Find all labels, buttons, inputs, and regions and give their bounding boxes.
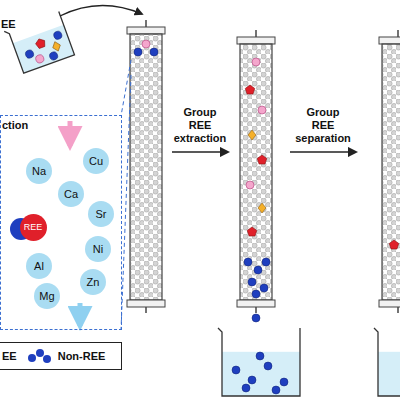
element-label: Ca — [64, 188, 78, 200]
beaker — [218, 328, 300, 396]
legend-item: Non-REE — [27, 348, 106, 364]
ree-pentagon — [34, 37, 46, 49]
legend-item: EE — [2, 350, 17, 362]
ree-pentagon — [245, 85, 255, 94]
element-circle: Na — [26, 158, 52, 184]
legend-text: EE — [2, 350, 17, 362]
pour-arrow — [60, 5, 142, 16]
element-label: Cu — [89, 155, 103, 167]
non-ree-dot — [232, 366, 240, 374]
element-circle: Al — [26, 253, 52, 279]
ree-dot — [258, 106, 266, 114]
legend-box: EE Non-REE — [0, 342, 122, 370]
element-label: Mg — [39, 290, 54, 302]
element-label: Sr — [96, 208, 107, 220]
process-arrow — [290, 151, 356, 153]
flow-arrow — [68, 121, 73, 146]
ree-dot — [246, 181, 254, 189]
non-ree-dot — [24, 49, 34, 59]
ree-pentagon — [247, 227, 257, 236]
non-ree-dot — [254, 266, 262, 274]
ree-pentagon — [257, 155, 267, 164]
non-ree-dot — [53, 30, 63, 40]
non-ree-dot — [272, 386, 280, 394]
element-circle: Ni — [85, 236, 111, 262]
non-ree-dot — [260, 284, 268, 292]
non-ree-dot — [264, 362, 272, 370]
ree-dot — [35, 54, 45, 64]
ree-dot — [252, 58, 260, 66]
legend-text: Non-REE — [58, 350, 106, 362]
legend-sample — [27, 348, 53, 364]
non-ree-dot — [150, 48, 158, 56]
ree-dot — [142, 40, 150, 48]
non-ree-dot — [49, 51, 59, 61]
element-label: Na — [32, 165, 46, 177]
non-ree-dot — [248, 278, 256, 286]
element-circle: REE — [20, 214, 47, 241]
element-label: Ni — [93, 243, 103, 255]
zoom-line — [121, 75, 131, 330]
step-label: Group REE extraction — [174, 106, 227, 145]
element-circle: Sr — [88, 201, 114, 227]
chromatography-column — [379, 30, 400, 313]
non-ree-dot — [248, 376, 256, 384]
inset-box: ctionNa CuCaSrREE NiAlZnMg — [0, 115, 122, 330]
non-ree-dot — [280, 378, 288, 386]
inset-title: ction — [2, 119, 28, 131]
non-ree-dot — [134, 48, 142, 56]
step-label: Group REE separation — [295, 106, 351, 145]
element-circle: Cu — [83, 148, 109, 174]
process-arrow — [172, 151, 228, 153]
element-circle: Ca — [58, 181, 84, 207]
non-ree-dot — [242, 384, 250, 392]
chromatography-column — [127, 20, 165, 313]
element-circle: Zn — [80, 269, 106, 295]
non-ree-dot — [252, 314, 260, 322]
chromatography-column — [237, 30, 275, 313]
ree-diamond — [258, 203, 266, 213]
non-ree-dot — [256, 352, 264, 360]
beaker — [374, 328, 400, 396]
non-ree-dot — [262, 258, 270, 266]
flow-arrow — [78, 303, 83, 326]
ree-diamond — [51, 40, 62, 52]
ree-pentagon — [389, 240, 399, 249]
ree-diamond — [248, 130, 256, 140]
element-label: REE — [24, 222, 43, 232]
sample-label: EE — [1, 18, 16, 31]
non-ree-dot — [244, 258, 252, 266]
element-circle: Mg — [34, 283, 60, 309]
element-label: Zn — [87, 276, 100, 288]
element-label: Al — [34, 260, 44, 272]
zoom-line — [121, 60, 131, 116]
non-ree-dot — [252, 290, 260, 298]
